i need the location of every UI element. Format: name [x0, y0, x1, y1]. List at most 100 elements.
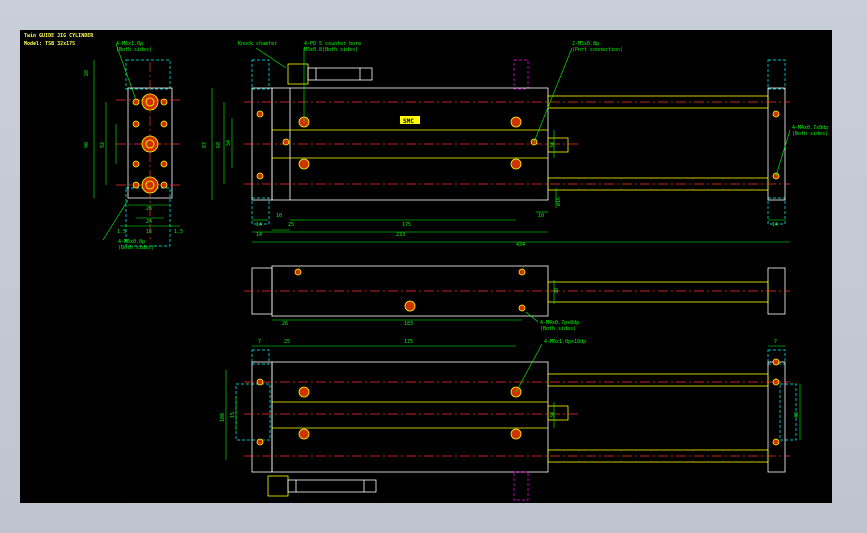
top-hole	[518, 304, 526, 312]
plate-hole	[772, 358, 780, 366]
side-view: 28 90 52 26 24 1.5 1.5 16 4-M6x1.0p (Bot…	[84, 41, 183, 251]
bore-hole-center-inner	[145, 139, 155, 149]
rod-hole-bottom-inner	[145, 180, 155, 190]
front-piston-rod	[547, 137, 569, 153]
front-hidden-bottom-left	[251, 197, 270, 225]
mount-hole	[510, 428, 522, 440]
tap-hole	[132, 181, 140, 189]
dim-label: 28	[84, 70, 90, 76]
bottom-hidden-top-left	[251, 349, 270, 365]
dim-label: 68	[216, 142, 222, 148]
front-view: SMC 87 68 34 14 10 25	[202, 41, 828, 248]
dim-label: 34	[550, 412, 556, 418]
tap-hole	[132, 160, 140, 168]
mount-hole	[298, 158, 310, 170]
bottom-view: 7 25 175 7 100 15 34 48 4-M6x1.0px10dp	[220, 339, 801, 501]
bottom-cylinder-body	[271, 361, 549, 473]
front-hidden-top-left	[251, 59, 270, 90]
tap-hole	[132, 98, 140, 106]
callout-text: (Both sides)	[118, 245, 154, 251]
top-port	[404, 300, 416, 312]
bottom-hidden-left	[235, 383, 271, 441]
knock-screw-head	[287, 63, 309, 85]
dim-label: 26	[146, 206, 152, 212]
drawing-canvas: Twin GUIDE JIG CYLINDER Model: TSB 32x17…	[20, 30, 832, 503]
tap-hole	[132, 120, 140, 128]
plate-hole	[772, 378, 780, 386]
dim-label: 10	[538, 213, 544, 219]
tap-hole	[160, 98, 168, 106]
callout-text: 4-M4x0.7px8dp	[540, 320, 579, 326]
top-hole	[518, 268, 526, 276]
dim-label: 233	[396, 232, 405, 238]
dim-label: 34	[550, 142, 556, 148]
callout-text: 2-M5x0.8p	[572, 41, 599, 47]
port-hole	[282, 138, 290, 146]
dim-label: 14	[256, 222, 262, 228]
plate-hole	[256, 172, 264, 180]
dim-label: 175	[402, 222, 411, 228]
plate-hole	[772, 438, 780, 446]
bottom-hidden-right	[779, 383, 797, 441]
side-view-hidden-top	[125, 59, 171, 90]
front-end-plate-right	[767, 87, 786, 201]
dim-label: 10	[276, 213, 282, 219]
dim-label: 14	[256, 232, 262, 238]
callout-text: 4-M4x0.7x8dp	[792, 125, 828, 131]
dim-label: 175	[404, 339, 413, 345]
tap-hole	[160, 181, 168, 189]
dim-label: 434	[516, 242, 525, 248]
tap-hole	[160, 160, 168, 168]
callout-text: (Both sides)	[792, 131, 828, 137]
bottom-knock-screw-body	[287, 479, 377, 493]
dim-label: 24	[146, 219, 152, 225]
front-hidden-top-right	[767, 59, 786, 90]
plate-hole	[256, 110, 264, 118]
mount-hole	[298, 386, 310, 398]
cad-drawing: .w { stroke:#ffffff; fill:none; stroke-w…	[84, 41, 828, 501]
mount-hole	[510, 158, 522, 170]
dim-label: ø16	[556, 197, 562, 206]
dim-label: 14	[772, 222, 778, 228]
callout-text: (Both sides)	[116, 47, 152, 53]
bottom-end-plate-right	[767, 361, 786, 473]
bottom-piston-rod	[547, 405, 569, 421]
dim-label: 183	[404, 321, 413, 327]
dim-label: 100	[220, 413, 226, 422]
plate-hole	[772, 110, 780, 118]
front-magenta-marker-top	[513, 59, 529, 90]
drawing-title: Twin GUIDE JIG CYLINDER	[24, 33, 94, 39]
dim-label: 38	[554, 288, 560, 294]
callout-text: M5x0.8(Both sides)	[304, 47, 358, 53]
side-view-hidden-bottom	[125, 187, 171, 247]
drawing-model: Model: TSB 32x175	[24, 41, 76, 47]
dim-label: 1.5	[117, 229, 126, 235]
dim-label: 52	[100, 142, 106, 148]
brand-badge	[400, 116, 420, 124]
bottom-end-plate-left	[251, 361, 273, 473]
bottom-magenta-marker	[513, 471, 529, 501]
dim-label: 34	[226, 140, 232, 146]
top-view: 26 183 38 4-M4x0.7px8dp (Both sides)	[244, 265, 790, 332]
callout-text: 4-PD 5 counter bore	[304, 41, 361, 47]
callout-text: Knock chamfer	[238, 41, 277, 47]
plate-hole	[256, 438, 264, 446]
dim-label: 15	[230, 412, 236, 418]
mount-hole	[510, 116, 522, 128]
dim-label: 25	[284, 339, 290, 345]
tap-hole	[160, 120, 168, 128]
dim-label: 25	[288, 222, 294, 228]
bottom-knock-screw-head	[267, 475, 289, 497]
dim-label: 87	[202, 142, 208, 148]
callout-text: 4-M6x0.8p	[118, 239, 145, 245]
front-hidden-bottom-right	[767, 197, 786, 225]
knock-screw-body	[307, 67, 373, 81]
dim-label: 48	[794, 412, 800, 418]
top-guide-rod	[547, 281, 769, 303]
brand-badge-text: SMC	[403, 118, 414, 125]
callout-text: 4-M6x1.0p	[116, 41, 143, 47]
dim-label: 1.5	[174, 229, 183, 235]
dim-label: 7	[774, 339, 777, 345]
dim-label: 7	[258, 339, 261, 345]
plate-hole	[256, 378, 264, 386]
